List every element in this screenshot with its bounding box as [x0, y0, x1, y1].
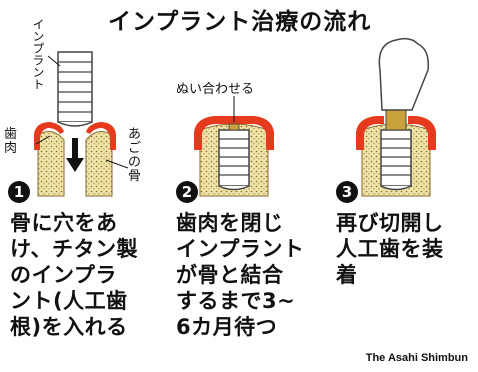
panel-2-illustration	[194, 96, 274, 197]
step-1-text: 骨に穴をあ け、チタン製 のインプラ ント(人工歯 根)を入れる	[10, 211, 138, 339]
suture-label: ぬい合わせる	[176, 82, 255, 97]
panel-1-illustration	[34, 51, 129, 197]
credit: The Asahi Shimbun	[365, 352, 468, 364]
step-3-text: 再び切開し 人工歯を装 着	[336, 211, 444, 287]
implant-label: インプラント	[31, 18, 45, 90]
gum-right	[86, 122, 116, 150]
panel-3-illustration	[356, 37, 436, 197]
implant-fixture	[218, 123, 250, 191]
step-2-badge: 2	[176, 181, 198, 203]
step-1-badge: 1	[8, 181, 30, 203]
jawbone-left	[37, 130, 65, 197]
insert-arrow	[66, 138, 84, 172]
artificial-crown	[378, 37, 430, 111]
step-2-text: 歯肉を閉じ インプラント が骨と結合 するまで3~ 6カ月待つ	[176, 211, 305, 339]
step-3-badge: 3	[336, 181, 358, 203]
page-title: インプラント治療の流れ	[108, 9, 372, 35]
gum	[194, 116, 274, 150]
gum	[356, 116, 384, 150]
implant-fixture	[380, 129, 412, 191]
jawbone-label: あごの骨	[128, 127, 142, 184]
jawbone-right	[85, 130, 113, 197]
gum-label: 歯肉	[4, 127, 18, 156]
gum-left	[34, 122, 64, 150]
implant-fixture	[57, 51, 93, 127]
